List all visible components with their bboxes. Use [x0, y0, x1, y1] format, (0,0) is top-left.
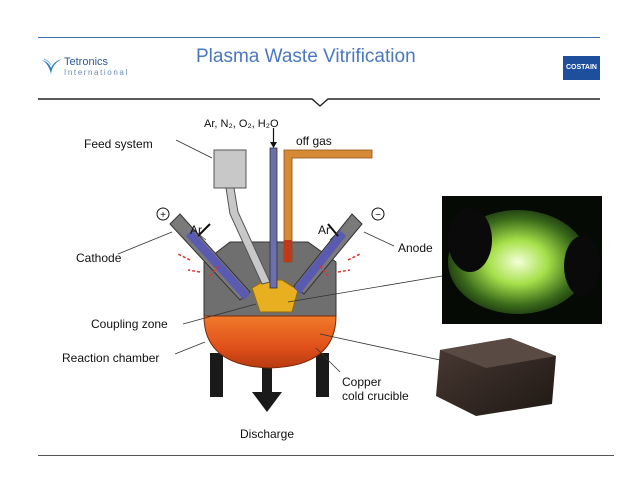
discharge-label: Discharge: [240, 427, 294, 441]
tetronics-bird-icon: [41, 58, 62, 74]
discharge-arrow-head: [252, 392, 282, 412]
coupling-zone-label: Coupling zone: [91, 317, 168, 331]
plus-sign: +: [160, 210, 166, 221]
logo-main-text: Tetronics: [64, 56, 109, 68]
discharge-arrow-shaft: [262, 360, 272, 394]
copper-label-line1: Copper: [342, 375, 381, 389]
reaction-chamber-label: Reaction chamber: [62, 351, 159, 365]
support-leg-left: [210, 353, 223, 397]
cathode-label: Cathode: [76, 251, 122, 265]
vitrified-product-photo: [436, 338, 556, 416]
argon-left-label: Ar: [190, 223, 202, 237]
page-title: Plasma Waste Vitrification: [196, 46, 416, 67]
footer-rule: [38, 455, 614, 456]
plasma-electrode-right: [564, 236, 600, 296]
argon-right-label: Ar: [318, 223, 330, 237]
gas-inlet-arrowhead: [270, 142, 277, 148]
anode-label: Anode: [398, 241, 433, 255]
feed-system-label: Feed system: [84, 137, 153, 151]
gases-label: Ar, N₂, O₂, H₂O: [204, 118, 279, 130]
plasma-electrode-left: [448, 208, 492, 272]
header-top-rule: [38, 37, 600, 38]
logo-sub-text: International: [64, 68, 129, 77]
tetronics-logo: Tetronics International: [40, 56, 150, 82]
copper-cold-crucible: [203, 315, 337, 369]
cathode-torch: [169, 213, 251, 301]
negative-terminal-icon: [371, 207, 385, 221]
off-gas-hot-section: [284, 240, 292, 262]
support-leg-right: [316, 353, 329, 397]
feed-hopper: [213, 149, 247, 189]
copper-label-line2: cold crucible: [342, 389, 409, 403]
gas-lance: [269, 147, 278, 289]
off-gas-label: off gas: [296, 134, 332, 148]
positive-terminal-icon: [156, 207, 170, 221]
header-divider: [38, 98, 600, 107]
leader-lines: [117, 139, 443, 373]
cooling-arrows: [177, 253, 361, 277]
costain-logo: COSTAIN: [563, 56, 600, 80]
minus-sign: −: [375, 210, 381, 221]
